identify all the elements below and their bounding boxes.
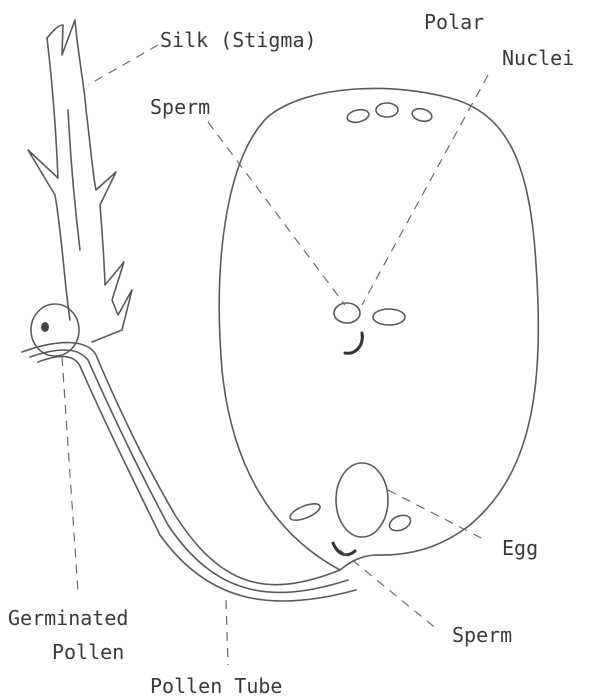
- polar-nucleus: [346, 108, 370, 124]
- synergid: [288, 500, 322, 523]
- silk-inner-fold: [68, 110, 80, 250]
- silk-stigma: [28, 20, 132, 342]
- egg-cell: [336, 463, 388, 537]
- synergid: [387, 512, 413, 533]
- polar-nucleus: [376, 103, 398, 117]
- central-polar-nucleus: [334, 303, 360, 323]
- label-egg: Egg: [502, 538, 538, 558]
- pollen-tube-inner: [38, 356, 356, 601]
- leader-germinated-pollen: [62, 357, 78, 592]
- leader-pollen-tube: [226, 600, 228, 665]
- leader-sperm-top: [208, 122, 345, 305]
- sperm-nucleus: [345, 333, 362, 353]
- label-sperm-top: Sperm: [150, 97, 210, 117]
- polar-nucleus: [411, 107, 433, 123]
- pollen-tube-middle: [30, 350, 348, 592]
- label-pollen-tube: Pollen Tube: [150, 676, 282, 696]
- label-nuclei: Nuclei: [502, 48, 574, 68]
- label-polar: Polar: [424, 12, 484, 32]
- pollen-tube-outer: [22, 343, 340, 585]
- label-silk-stigma: Silk (Stigma): [160, 30, 317, 50]
- label-pollen: Pollen: [52, 642, 124, 662]
- pollen-nucleus: [41, 322, 49, 332]
- label-germinated: Germinated: [8, 608, 128, 628]
- central-polar-nucleus: [373, 309, 405, 325]
- label-sperm-bottom: Sperm: [452, 625, 512, 645]
- leader-silk: [88, 45, 158, 85]
- germinated-pollen-grain: [31, 304, 79, 356]
- embryo-sac: [219, 88, 538, 570]
